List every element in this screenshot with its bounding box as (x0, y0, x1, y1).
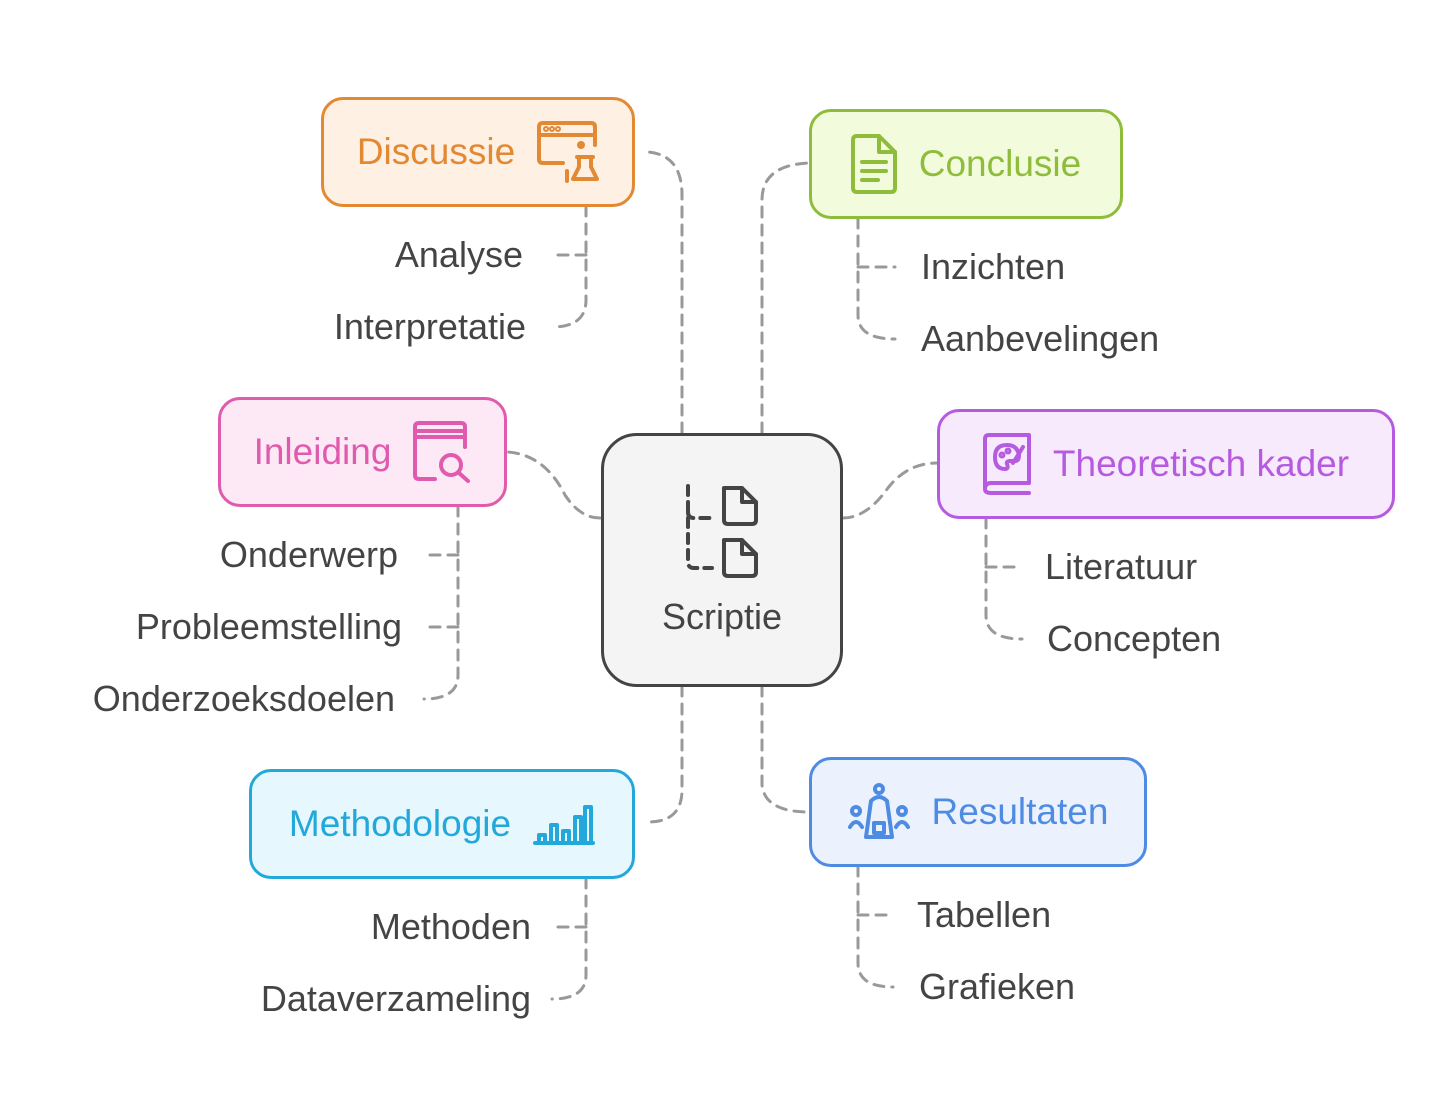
leaf-literatuur: Literatuur (1045, 546, 1198, 587)
node-label: Inleiding (253, 431, 392, 472)
leaf-analyse: Analyse (394, 234, 523, 275)
leaf-inzichten: Inzichten (921, 246, 1066, 287)
node-label: Methodologie (288, 803, 512, 844)
center-label: Scriptie (661, 596, 783, 637)
bar-chart-icon (533, 805, 596, 845)
leaf-concepten: Concepten (1047, 618, 1222, 659)
leaf-probleemstelling: Probleemstelling (135, 606, 402, 647)
palette-book-icon (982, 433, 1031, 495)
node-label: Resultaten (931, 791, 1109, 832)
node-inleiding[interactable]: Inleiding (218, 397, 507, 507)
leaf-interpretatie: Interpretatie (333, 306, 526, 347)
node-discussie[interactable]: Discussie (321, 97, 635, 207)
node-label: Theoretisch kader (1052, 443, 1350, 484)
center-node-scriptie[interactable]: Scriptie (601, 433, 843, 687)
connector-conclusie (760, 161, 811, 435)
connector-discussie (646, 150, 684, 435)
leaf-tabellen: Tabellen (917, 894, 1052, 935)
node-label: Discussie (356, 131, 516, 172)
node-label: Conclusie (918, 143, 1082, 184)
node-theoretisch-kader[interactable]: Theoretisch kader (937, 409, 1395, 519)
node-conclusie[interactable]: Conclusie (809, 109, 1123, 219)
people-meeting-icon (847, 783, 910, 839)
file-tree-icon (686, 484, 758, 578)
browser-flask-icon (537, 121, 600, 183)
node-resultaten[interactable]: Resultaten (809, 757, 1147, 867)
leaf-onderwerp: Onderwerp (219, 534, 398, 575)
connector-resultaten (760, 684, 811, 814)
document-icon (850, 134, 897, 194)
connector-methodologie (646, 684, 684, 824)
leaf-aanbevelingen: Aanbevelingen (921, 318, 1160, 359)
book-search-icon (413, 421, 471, 483)
connector-theoretisch (841, 461, 939, 520)
connector-inleiding (506, 450, 602, 520)
leaf-onderzoeksdoelen: Onderzoeksdoelen (92, 678, 395, 719)
leaf-dataverzameling: Dataverzameling (260, 978, 531, 1019)
leaf-methoden: Methoden (370, 906, 531, 947)
leaf-grafieken: Grafieken (919, 966, 1076, 1007)
node-methodologie[interactable]: Methodologie (249, 769, 635, 879)
